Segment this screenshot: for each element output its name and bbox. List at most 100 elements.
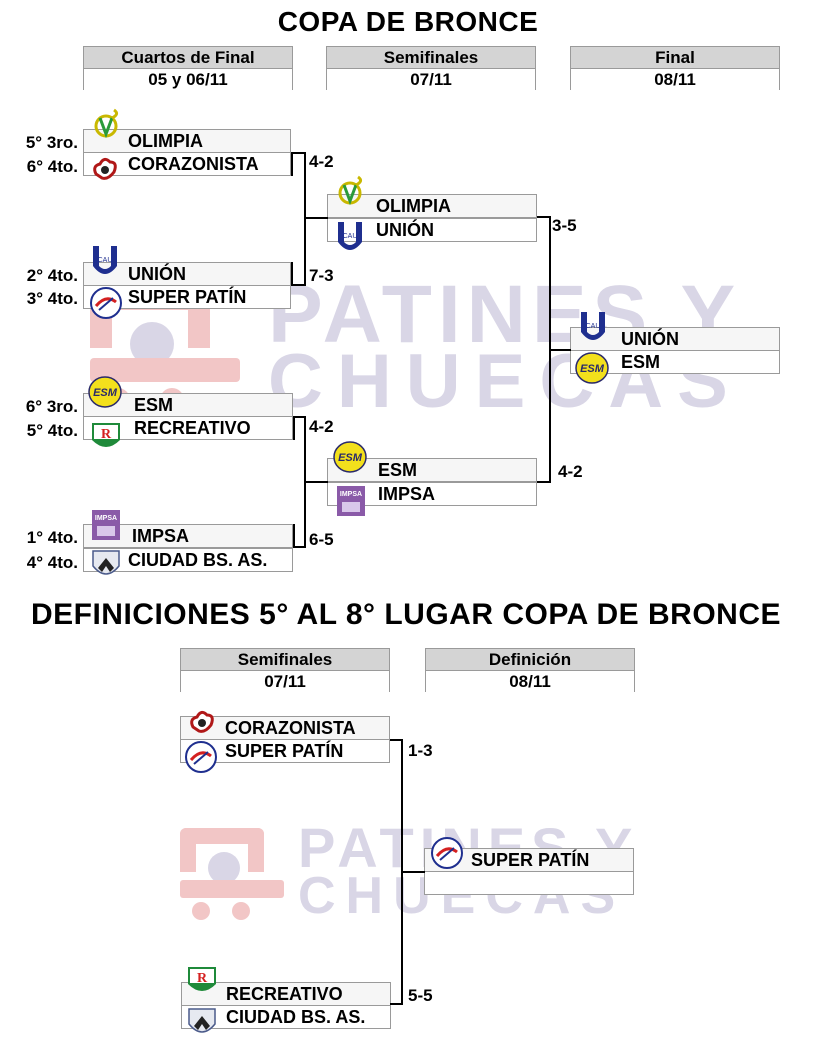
bracket-connector [537, 481, 550, 483]
round-header-definition: Definición 08/11 [425, 648, 635, 692]
team-slot: CORAZONISTA [180, 716, 390, 740]
bracket-connector [549, 349, 571, 351]
ciudad-logo-icon [92, 550, 120, 575]
svg-text:ESM: ESM [93, 387, 118, 399]
bracket-connector [390, 1003, 402, 1005]
match-score: 6-5 [309, 530, 334, 549]
esm-logo-icon: ESM [333, 441, 367, 473]
recreativo-logo-icon: R [188, 967, 216, 991]
team-slot: CORAZONISTA [83, 152, 291, 176]
super-patin-logo-icon [431, 837, 463, 869]
union-logo-icon: CAU [581, 312, 605, 340]
team-name: SUPER PATÍN [225, 741, 344, 761]
bracket-connector [291, 152, 305, 154]
team-name: IMPSA [132, 526, 190, 546]
svg-text:R: R [197, 971, 208, 986]
seed-label: 5° 3ro. [25, 133, 78, 152]
team-name: SUPER PATÍN [471, 850, 590, 870]
team-name: IMPSA [378, 484, 436, 504]
super-patin-logo-icon [90, 287, 122, 319]
bracket-connector [390, 739, 402, 741]
team-name: ESM [378, 460, 418, 480]
round-header-quarterfinals: Cuartos de Final 05 y 06/11 [83, 46, 293, 90]
bracket-connector [293, 524, 295, 548]
bracket-connector [537, 216, 550, 218]
svg-text:IMPSA: IMPSA [95, 515, 117, 522]
corazonista-logo-icon [93, 157, 117, 180]
bracket-connector [401, 871, 425, 873]
svg-text:CAU: CAU [98, 257, 113, 264]
union-logo-icon: CAU [338, 222, 362, 250]
match-score: 3-5 [552, 216, 577, 235]
seed-label: 3° 4to. [26, 289, 78, 308]
round-date: 07/11 [327, 69, 535, 90]
bracket-connector [293, 546, 305, 548]
svg-text:CAU: CAU [343, 233, 358, 240]
bracket-connector [293, 416, 295, 440]
svg-text:ESM: ESM [580, 363, 605, 375]
bracket-connector [291, 262, 293, 286]
seed-label: 6° 3ro. [25, 397, 78, 416]
super-patin-logo-icon [185, 741, 217, 773]
svg-text:ESM: ESM [338, 452, 363, 464]
match-score: 7-3 [309, 266, 334, 285]
olimpia-logo-icon [94, 108, 119, 139]
match-score: 1-3 [408, 741, 433, 760]
team-name: UNIÓN [621, 329, 679, 349]
esm-logo-icon: ESM [88, 376, 122, 408]
match-score: 5-5 [408, 986, 433, 1005]
team-slot: ESM [570, 350, 780, 374]
seed-label: 2° 4to. [26, 266, 78, 285]
team-name: UNIÓN [376, 220, 434, 240]
olimpia-logo-icon [338, 175, 363, 206]
bracket-title: COPA DE BRONCE [277, 6, 539, 37]
team-name: RECREATIVO [226, 984, 343, 1004]
team-slot: RECREATIVO [181, 982, 391, 1006]
seed-label: 4° 4to. [26, 553, 78, 572]
match-score: 4-2 [309, 417, 334, 436]
team-name: OLIMPIA [376, 196, 451, 216]
round-name: Semifinales [327, 47, 535, 69]
round-date: 08/11 [426, 671, 634, 692]
round-name: Final [571, 47, 779, 69]
team-name: CORAZONISTA [128, 154, 259, 174]
bracket-connector [291, 152, 293, 176]
team-slot: CIUDAD BS. AS. [181, 1005, 391, 1029]
team-slot: UNIÓN [83, 262, 291, 286]
team-name: OLIMPIA [128, 131, 203, 151]
team-name: CORAZONISTA [225, 718, 356, 738]
svg-text:R: R [101, 427, 112, 442]
watermark-icon [180, 828, 284, 920]
placement-title: DEFINICIONES 5° AL 8° LUGAR COPA DE BRON… [30, 598, 782, 631]
recreativo-logo-icon: R [92, 423, 120, 447]
team-name: ESM [134, 395, 174, 415]
team-name: SUPER PATÍN [128, 287, 247, 307]
corazonista-logo-icon [190, 710, 214, 733]
round-header-semifinals: Semifinales 07/11 [180, 648, 390, 692]
team-name: ESM [621, 352, 661, 372]
union-logo-icon: CAU [93, 246, 117, 274]
match-score: 4-2 [558, 462, 583, 481]
seed-label: 1° 4to. [26, 528, 78, 547]
seed-label: 6° 4to. [26, 157, 78, 176]
team-slot: UNIÓN [570, 327, 780, 351]
impsa-logo-icon: IMPSA [337, 486, 365, 516]
round-date: 07/11 [181, 671, 389, 692]
team-slot [424, 871, 634, 895]
round-name: Semifinales [181, 649, 389, 671]
round-name: Cuartos de Final [84, 47, 292, 69]
seed-label: 5° 4to. [26, 421, 78, 440]
match-score: 4-2 [309, 152, 334, 171]
team-slot: SUPER PATÍN [180, 739, 390, 763]
team-name: CIUDAD BS. AS. [226, 1007, 366, 1027]
round-date: 08/11 [571, 69, 779, 90]
round-header-semifinals: Semifinales 07/11 [326, 46, 536, 90]
bracket-connector [304, 481, 328, 483]
team-name: UNIÓN [128, 264, 186, 284]
team-name: RECREATIVO [134, 418, 251, 438]
bracket-connector [304, 152, 306, 286]
team-name: CIUDAD BS. AS. [128, 550, 268, 570]
svg-text:CAU: CAU [586, 323, 601, 330]
round-name: Definición [426, 649, 634, 671]
ciudad-logo-icon [188, 1008, 216, 1033]
